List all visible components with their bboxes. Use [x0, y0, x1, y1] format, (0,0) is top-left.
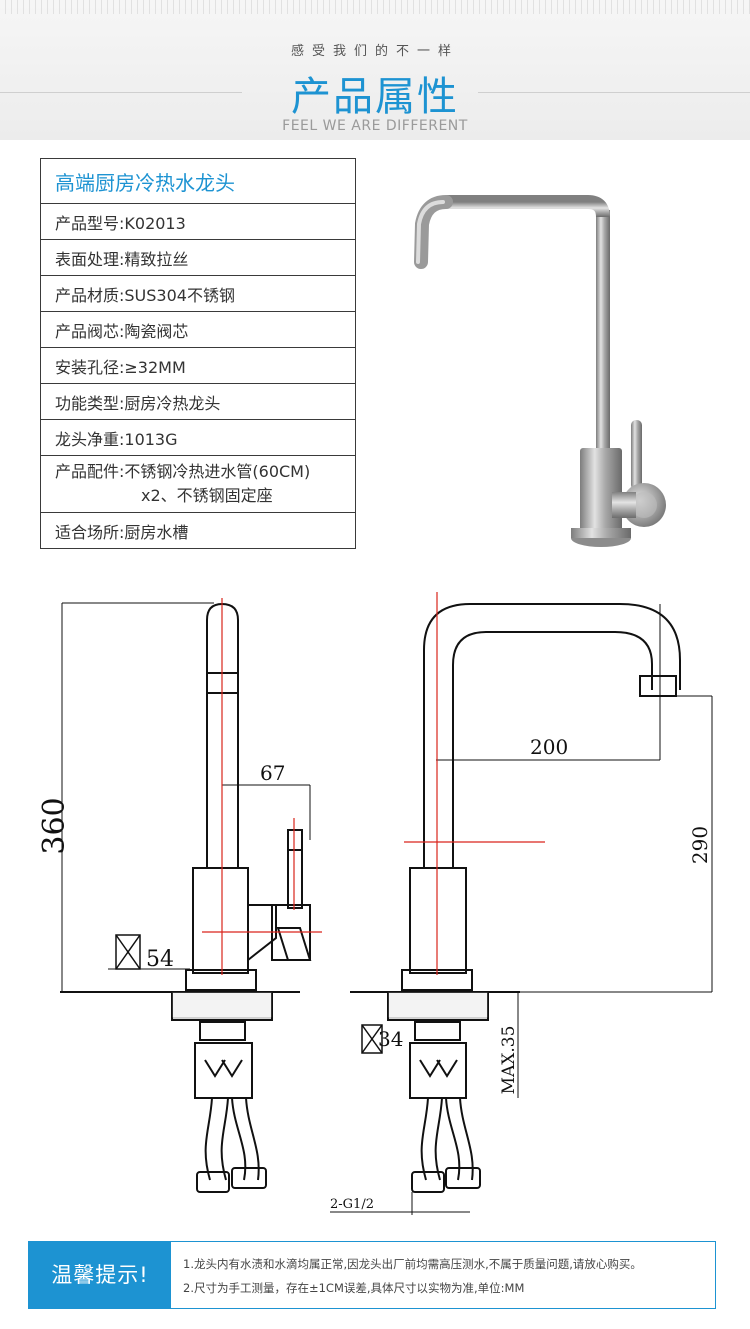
spec-table: 高端厨房冷热水龙头 产品型号:K02013 表面处理:精致拉丝 产品材质:SUS… — [40, 158, 356, 549]
spec-row-accessories: 产品配件:不锈钢冷热进水管(60CM) x2、不锈钢固定座 — [40, 455, 356, 513]
dim-base-label: 54 — [146, 947, 174, 972]
dim-height-label: 360 — [37, 797, 72, 854]
spec-row-weight: 龙头净重:1013G — [40, 419, 356, 456]
page-subtitle: FEEL WE ARE DIFFERENT — [282, 118, 468, 134]
tip-line-2: 2.尺寸为手工测量，存在±1CM误差,具体尺寸以实物为准,单位:MM — [183, 1281, 525, 1295]
deck-hatch — [171, 991, 489, 1019]
divider-left — [0, 92, 242, 93]
accessories-line-2: x2、不锈钢固定座 — [141, 486, 273, 505]
header-banner: 感受我们的不一样 产品属性 FEEL WE ARE DIFFERENT — [0, 0, 750, 140]
dim-handle-label: 67 — [260, 761, 285, 785]
divider-right — [478, 92, 750, 93]
spec-row-function: 功能类型:厨房冷热龙头 — [40, 383, 356, 420]
spec-row-valve: 产品阀芯:陶瓷阀芯 — [40, 311, 356, 348]
dim-reach-label: 200 — [530, 735, 568, 759]
front-view-drawing — [330, 603, 713, 1215]
tip-box: 温馨提示! 1.龙头内有水渍和水滴均属正常,因龙头出厂前均需高压测水,不属于质量… — [28, 1241, 716, 1309]
dim-max-thickness-label: MAX.35 — [499, 1026, 519, 1095]
technical-drawing: 360 67 54 200 290 34 MAX.35 2-G1/2 — [37, 592, 713, 1215]
side-view-drawing — [60, 602, 312, 1193]
tip-line-1: 1.龙头内有水渍和水滴均属正常,因龙头出厂前均需高压测水,不属于质量问题,请放心… — [183, 1257, 642, 1271]
ruler-decoration — [0, 0, 750, 14]
center-lines — [202, 592, 545, 975]
accessories-line-1: 产品配件:不锈钢冷热进水管(60CM) — [55, 462, 311, 481]
spec-row-finish: 表面处理:精致拉丝 — [40, 239, 356, 276]
spec-row-model: 产品型号:K02013 — [40, 203, 356, 240]
dim-thread-label: 2-G1/2 — [330, 1197, 374, 1212]
product-name: 高端厨房冷热水龙头 — [40, 158, 356, 204]
tip-title: 温馨提示! — [29, 1242, 171, 1308]
spec-row-hole: 安装孔径:≥32MM — [40, 347, 356, 384]
slogan: 感受我们的不一样 — [290, 44, 459, 59]
faucet-photo — [414, 195, 666, 547]
spec-row-material: 产品材质:SUS304不锈钢 — [40, 275, 356, 312]
spec-row-place: 适合场所:厨房水槽 — [40, 512, 356, 549]
faucet-spout-icon — [414, 195, 666, 547]
dim-spout-height-label: 290 — [688, 826, 712, 864]
dim-hole-label: 34 — [378, 1027, 403, 1051]
page-title: 产品属性 — [291, 74, 459, 120]
